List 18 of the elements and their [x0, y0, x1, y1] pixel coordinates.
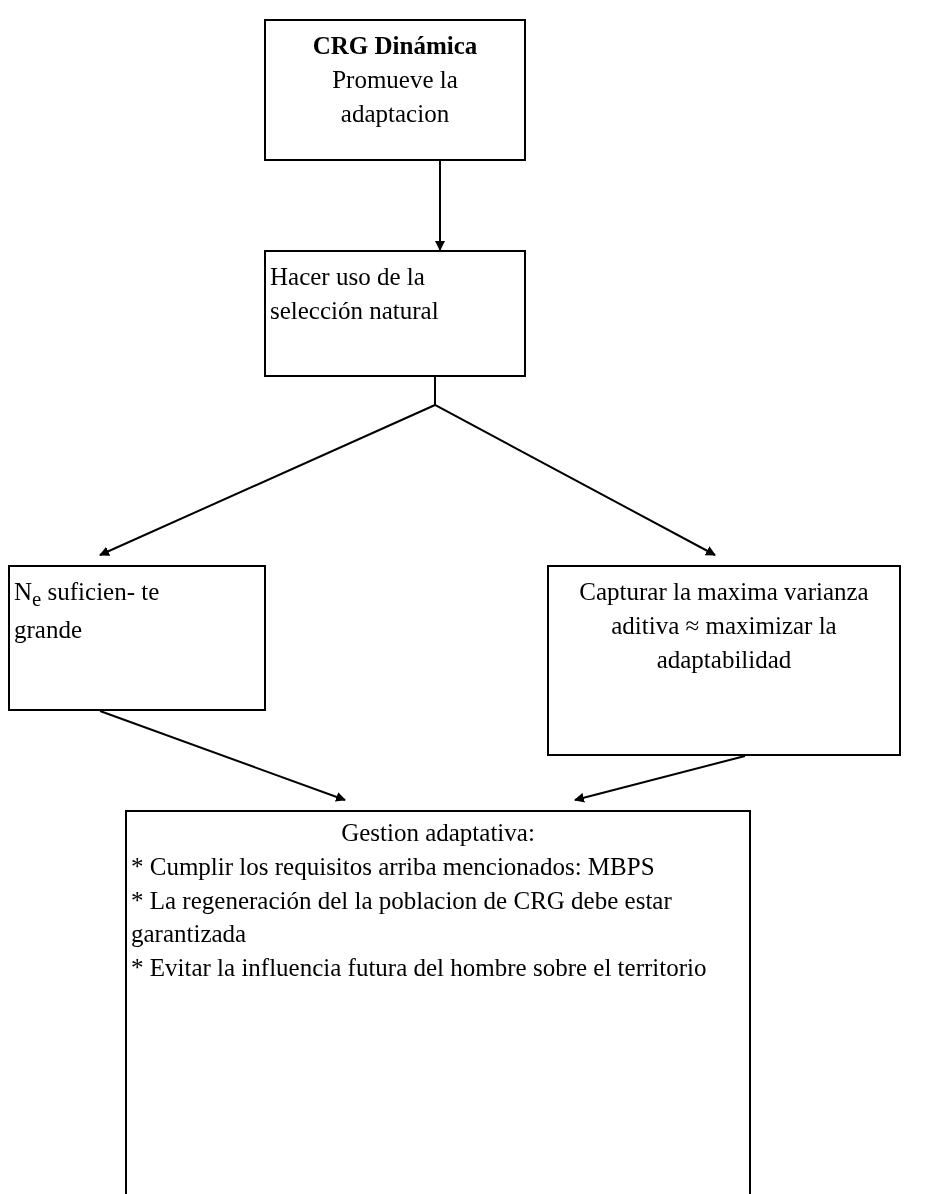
box-text: Hacer uso de la selección natural: [270, 262, 440, 326]
process-box: [264, 19, 526, 161]
box-text: * Cumplir los requisitos arriba mencionados: MBPS: [131, 851, 656, 882]
arrow: [434, 376, 716, 556]
box-heading: Gestion adaptativa:: [340, 818, 536, 848]
arrow: [574, 755, 746, 803]
process-box: [8, 565, 266, 711]
process-box: [125, 810, 751, 1194]
box-text: Promueve la adaptacion: [331, 64, 459, 129]
box-text: * Evitar la influencia futura del hombre sobre el territorio: [131, 953, 708, 983]
arrow: [435, 160, 445, 251]
arrow: [99, 710, 346, 802]
process-box: [264, 250, 526, 377]
box-heading: CRG Dinámica: [311, 31, 479, 61]
box-text: N$_{e}$ suficien- te grande: [14, 577, 161, 646]
box-text: Capturar la maxima varianza aditiva ≈ maximizar la adaptabilidad: [578, 577, 870, 675]
process-box: [547, 565, 901, 756]
box-text: * La regeneración del la poblacion de CRG debe estar garantizada: [131, 885, 673, 950]
